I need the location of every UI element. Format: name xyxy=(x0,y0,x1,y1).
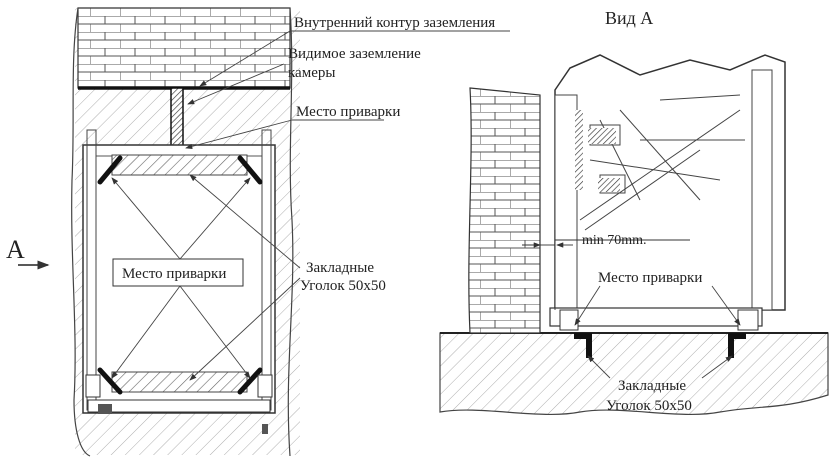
label-embedded-right: Закладные xyxy=(618,378,686,394)
base-foot-a xyxy=(559,309,579,331)
brick-wall-side xyxy=(468,87,541,334)
base-block-left xyxy=(85,374,101,398)
leader-lines-top xyxy=(185,30,510,150)
leader-lines-center xyxy=(111,177,251,379)
floor-outline xyxy=(71,7,294,457)
label-weld-place-center: Место приварки xyxy=(122,266,226,282)
label-inner-ground: Внутренний контур заземления xyxy=(294,15,495,31)
label-visible-ground-2: камеры xyxy=(288,65,335,81)
center-weld-label-box xyxy=(112,258,244,287)
leader-lines-right xyxy=(574,285,741,379)
cabinet-hatched-parts xyxy=(575,110,620,192)
label-weld-place-top: Место приварки xyxy=(296,104,400,120)
label-visible-ground-1: Видимое заземление xyxy=(288,46,421,62)
cabinet-base xyxy=(549,307,763,327)
base-foot-b xyxy=(737,309,759,331)
base-block-right xyxy=(257,374,273,398)
cabinet-front-panel xyxy=(554,94,578,311)
brick-wall-top xyxy=(77,7,291,89)
leader-lines-embedded xyxy=(189,174,301,381)
corner-welds xyxy=(97,155,263,395)
label-min-dist: min 70mm. xyxy=(582,233,647,248)
cabinet-rear-panel xyxy=(751,69,773,311)
embedded-angle-left xyxy=(574,333,592,358)
ground-bar xyxy=(170,87,184,155)
label-embedded: Закладные xyxy=(306,260,374,276)
base-foot-left xyxy=(98,404,112,414)
embedded-strip-bottom xyxy=(111,371,248,393)
base-foot-right xyxy=(262,424,268,434)
min-dist-dimension xyxy=(522,230,690,310)
base-strip xyxy=(87,399,271,413)
label-weld-place-right: Место приварки xyxy=(598,270,702,286)
label-angle: Уголок 50х50 xyxy=(300,278,386,294)
label-view-a: Вид А xyxy=(605,8,653,28)
embedded-angle-right xyxy=(728,333,746,358)
embedded-strip-top xyxy=(111,154,248,176)
label-angle-right: Уголок 50х50 xyxy=(606,398,692,414)
label-arrow-a: А xyxy=(6,235,25,264)
